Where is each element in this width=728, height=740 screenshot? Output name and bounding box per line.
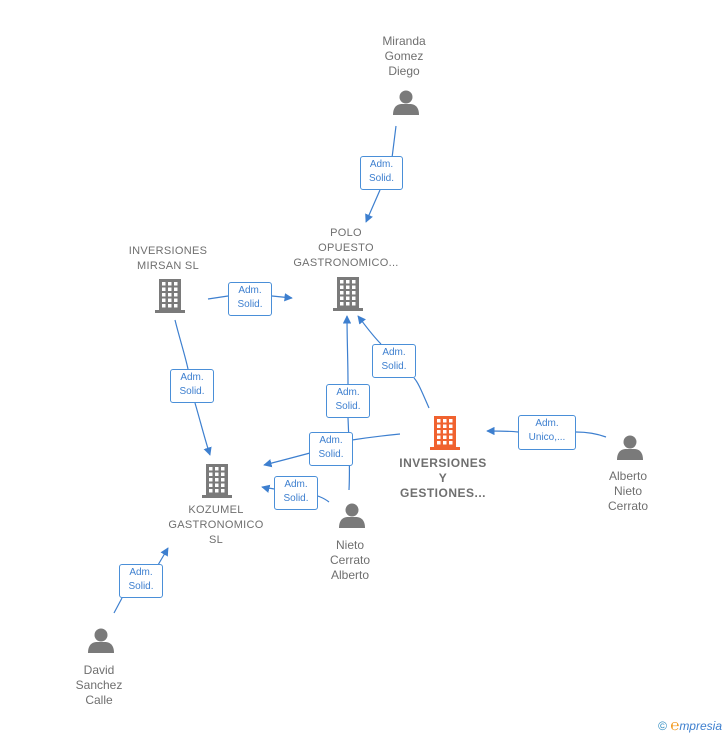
edge-inversiones-to-polo[interactable] xyxy=(358,316,430,409)
edge-label-nieto-kozumel[interactable]: Adm. Solid. xyxy=(274,476,318,510)
edge-label-mirsan-polo[interactable]: Adm. Solid. xyxy=(228,282,272,316)
edge-label-inversiones-kozumel[interactable]: Adm. Solid. xyxy=(309,432,353,466)
edge-label-alberto-inversiones[interactable]: Adm. Unico,... xyxy=(518,415,576,450)
empresia-logo-icon: ℮ xyxy=(670,717,680,734)
person-icon[interactable] xyxy=(339,503,365,529)
node-label-mirsan[interactable]: INVERSIONES MIRSAN SL xyxy=(128,245,208,272)
building-icon[interactable] xyxy=(333,277,363,311)
edge-inversiones-to-kozumel[interactable] xyxy=(264,433,401,465)
edge-miranda-to-polo[interactable] xyxy=(366,125,397,222)
edge-mirsan-to-polo[interactable] xyxy=(207,296,292,299)
node-label-miranda[interactable]: Miranda Gomez Diego xyxy=(382,34,426,78)
main-building-icon[interactable] xyxy=(430,416,460,450)
edge-label-david-kozumel[interactable]: Adm. Solid. xyxy=(119,564,163,598)
edge-label-mirsan-kozumel[interactable]: Adm. Solid. xyxy=(170,369,214,403)
node-label-inversiones[interactable]: INVERSIONES Y GESTIONES... xyxy=(399,456,487,500)
brand-name: mpresia xyxy=(679,719,722,733)
edge-nieto_ca-to-kozumel[interactable] xyxy=(262,487,330,503)
person-icon[interactable] xyxy=(393,90,419,116)
footer-brand[interactable]: © ℮mpresia xyxy=(658,717,722,734)
edge-mirsan-to-kozumel[interactable] xyxy=(174,319,210,455)
edge-label-nieto-polo[interactable]: Adm. Solid. xyxy=(326,384,370,418)
node-label-alberto-nieto-cerrato[interactable]: Alberto Nieto Cerrato xyxy=(607,469,648,513)
person-icon[interactable] xyxy=(88,628,114,654)
node-label-polo[interactable]: POLO OPUESTO GASTRONOMICO... xyxy=(293,227,399,269)
edge-label-inversiones-polo[interactable]: Adm. Solid. xyxy=(372,344,416,378)
edge-label-miranda-polo[interactable]: Adm. Solid. xyxy=(360,156,403,190)
node-label-david[interactable]: David Sanchez Calle xyxy=(75,663,123,707)
building-icon[interactable] xyxy=(202,464,232,498)
person-icon[interactable] xyxy=(617,435,643,461)
building-icon[interactable] xyxy=(155,279,185,313)
node-label-kozumel[interactable]: KOZUMEL GASTRONOMICO SL xyxy=(168,504,264,546)
edge-david-to-kozumel[interactable] xyxy=(113,548,168,614)
node-label-nieto-cerrato-alberto[interactable]: Nieto Cerrato Alberto xyxy=(329,538,370,582)
edge-alberto_nc-to-inversiones[interactable] xyxy=(487,431,607,437)
copyright-icon: © xyxy=(658,719,667,733)
